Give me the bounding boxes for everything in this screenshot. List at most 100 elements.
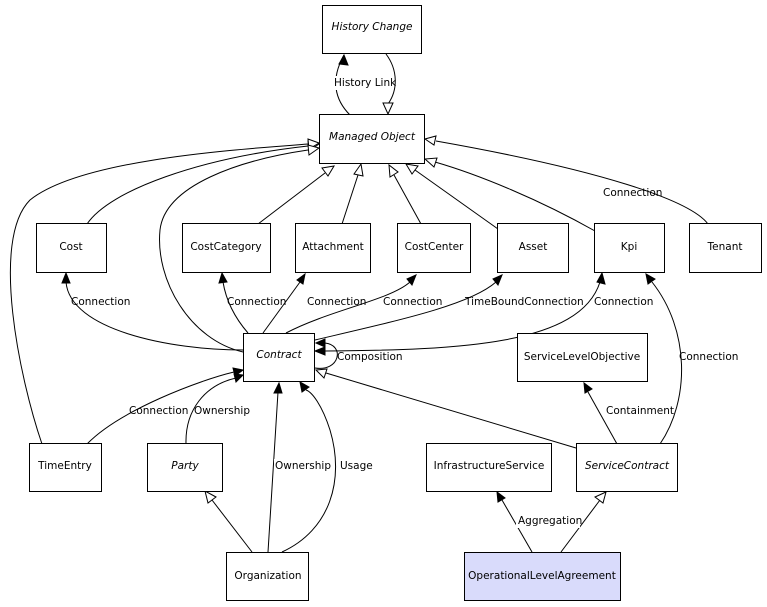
arrowhead-hollow	[594, 491, 607, 504]
nodes: History Change Managed Object Cost CostC…	[29, 5, 762, 601]
edge-organization-inherit	[211, 499, 253, 553]
node-asset[interactable]: Asset	[497, 223, 569, 273]
arrowhead-filled	[273, 381, 283, 394]
arrowhead-filled	[61, 271, 71, 284]
node-service-contract[interactable]: ServiceContract	[576, 443, 678, 492]
node-service-level-objective[interactable]: ServiceLevelObjective	[517, 333, 648, 382]
edge-time-entry-inherit	[9, 143, 309, 445]
arrowhead-hollow	[314, 368, 328, 379]
arrowhead-hollow	[307, 144, 321, 156]
node-label: Contract	[256, 349, 302, 361]
node-time-entry[interactable]: TimeEntry	[29, 443, 102, 492]
edge-ola-inherit	[560, 499, 601, 553]
node-managed-object[interactable]: Managed Object	[319, 114, 425, 164]
node-label: OperationalLevelAgreement	[468, 570, 616, 582]
edge-label-contract-cost-category: Connection	[227, 296, 286, 308]
edge-party-contract	[185, 377, 237, 445]
node-label: InfrastructureService	[434, 460, 545, 472]
arrowhead-filled	[645, 273, 656, 285]
edge-kpi-inherit	[434, 161, 596, 232]
edge-label-party-ownership: Ownership	[194, 405, 250, 417]
node-label: Kpi	[621, 241, 637, 253]
arrowhead-filled	[492, 274, 503, 286]
edge-contract-cost	[65, 281, 244, 351]
edge-label-tenant-connection: Connection	[603, 187, 662, 199]
edge-label-contract-attachment: Connection	[307, 296, 366, 308]
node-cost[interactable]: Cost	[36, 223, 107, 273]
edges	[9, 53, 709, 553]
edge-label-contract-cost: Connection	[71, 296, 130, 308]
edge-label-organization-ownership: Ownership	[275, 460, 331, 472]
node-label: ServiceContract	[585, 460, 670, 472]
edge-label-contract-cost-center: Connection	[383, 296, 442, 308]
arrowhead-filled	[314, 338, 326, 348]
node-label: Cost	[59, 241, 82, 253]
arrowhead-hollow	[382, 102, 394, 116]
arrowhead-filled	[496, 490, 506, 503]
edge-service-contract-inherit	[325, 372, 577, 449]
arrowhead-filled	[233, 373, 245, 383]
edge-label-organization-usage: Usage	[340, 460, 373, 472]
edge-label-aggregation: Aggregation	[518, 515, 582, 527]
arrowhead-filled	[218, 271, 228, 284]
node-organization[interactable]: Organization	[226, 552, 309, 601]
node-operational-level-agreement[interactable]: OperationalLevelAgreement	[464, 552, 621, 601]
edge-label-time-entry-contract: Connection	[129, 405, 188, 417]
arrowhead-filled	[338, 53, 349, 66]
node-kpi[interactable]: Kpi	[594, 223, 665, 273]
arrowhead-hollow	[423, 157, 438, 168]
arrowhead-filled	[313, 346, 326, 356]
edge-label-contract-asset: TimeBoundConnection	[464, 296, 584, 308]
node-label: ServiceLevelObjective	[524, 351, 640, 363]
edge-cost-inherit	[86, 145, 309, 225]
arrowhead-filled	[299, 381, 310, 393]
edge-label-composition: Composition	[337, 351, 403, 363]
arrowhead-filled	[296, 272, 306, 285]
node-label: TimeEntry	[37, 460, 92, 472]
arrowhead-hollow	[204, 490, 217, 504]
node-label: Organization	[234, 570, 301, 582]
edge-time-entry-contract	[86, 371, 235, 445]
edge-contract-cost-center	[285, 281, 411, 334]
node-tenant[interactable]: Tenant	[689, 223, 762, 273]
edge-attachment-inherit	[341, 174, 359, 225]
node-label: CostCenter	[405, 241, 464, 253]
edge-asset-inherit	[414, 169, 499, 230]
node-label: Asset	[519, 241, 548, 253]
arrowhead-filled	[596, 271, 606, 285]
edge-cost-category-inherit	[257, 172, 326, 225]
arrowhead-hollow	[353, 162, 364, 177]
edge-history-link-down	[385, 53, 396, 105]
edge-service-contract-kpi	[651, 281, 682, 445]
edge-cost-center-inherit	[393, 174, 422, 225]
edge-contract-cost-category	[222, 281, 249, 334]
edge-label-containment: Containment	[606, 405, 674, 417]
edge-label-contract-kpi: Connection	[594, 296, 653, 308]
edge-contract-asset	[314, 281, 497, 341]
node-label: History Change	[332, 21, 413, 33]
node-label: Managed Object	[329, 131, 416, 143]
node-attachment[interactable]: Attachment	[295, 223, 371, 273]
arrowhead-filled	[406, 274, 417, 286]
node-label: Attachment	[302, 241, 364, 253]
edge-labels: History Link Connection Connection Conne…	[71, 76, 738, 528]
edge-tenant-inherit	[435, 140, 709, 225]
node-infrastructure-service[interactable]: InfrastructureService	[426, 443, 552, 492]
edge-contract-attachment	[262, 281, 301, 334]
node-cost-category[interactable]: CostCategory	[182, 223, 271, 273]
node-cost-center[interactable]: CostCenter	[397, 223, 471, 273]
node-label: Party	[171, 460, 199, 472]
arrowhead-hollow	[423, 135, 437, 146]
node-label: CostCategory	[190, 241, 261, 253]
edge-contract-composition	[314, 342, 338, 369]
edge-contract-kpi	[324, 281, 601, 352]
node-history-change[interactable]: History Change	[322, 5, 422, 54]
edge-label-service-contract-kpi: Connection	[679, 351, 738, 363]
node-party[interactable]: Party	[147, 443, 223, 492]
node-label: Tenant	[707, 241, 743, 253]
highlighted-box	[464, 552, 621, 601]
edge-service-contract-slo	[587, 391, 618, 445]
arrowhead-hollow	[405, 163, 419, 175]
node-contract[interactable]: Contract	[243, 333, 315, 382]
